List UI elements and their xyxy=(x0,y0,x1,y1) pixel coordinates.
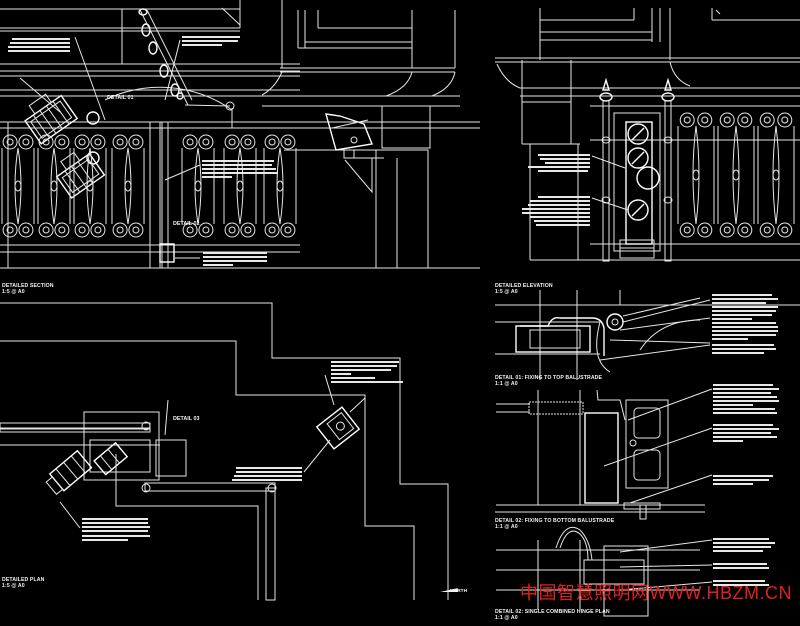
note-text xyxy=(202,160,274,162)
finial-post-right xyxy=(661,77,675,262)
balustrade-ironwork xyxy=(1,134,297,238)
detail02b-notes xyxy=(713,538,775,586)
note-text xyxy=(202,168,276,170)
baluster-panel xyxy=(1,134,35,238)
fixing-bracket xyxy=(159,243,175,263)
view-scale: 1:5 @ A0 xyxy=(495,289,518,296)
pivot-joint xyxy=(86,111,100,125)
section-notes xyxy=(8,36,278,266)
elevation-notes xyxy=(522,154,629,226)
view-scale: 1:5 @ A0 xyxy=(2,583,25,590)
view-scale: 1:5 @ A0 xyxy=(2,289,25,296)
view-title: DETAIL 01: FIXING TO TOP BALUSTRADE xyxy=(495,375,603,381)
view-title: DETAILED PLAN xyxy=(2,577,45,583)
view-scale: 1:1 @ A0 xyxy=(495,524,518,531)
newel-post xyxy=(161,121,169,269)
view-title: DETAIL 02: FIXING TO BOTTOM BALUSTRADE xyxy=(495,518,615,524)
callout-detail02: DETAIL 02 xyxy=(173,221,200,227)
wall-luminaire xyxy=(325,113,384,194)
note-text xyxy=(202,172,278,174)
detail01-notes xyxy=(712,294,778,354)
note-text xyxy=(202,164,272,166)
plan-projector xyxy=(45,449,93,496)
plan-notes xyxy=(59,361,403,541)
note-text xyxy=(8,46,70,48)
elevation-view xyxy=(495,8,800,262)
baluster-panel xyxy=(111,134,145,238)
section-view xyxy=(0,0,480,269)
elevation-luminaires xyxy=(613,112,661,259)
detail01-view xyxy=(495,290,800,380)
baluster-panel xyxy=(677,112,715,238)
view-title-detail02: DETAIL 02: FIXING TO BOTTOM BALUSTRADE 1… xyxy=(495,518,614,531)
leader-line xyxy=(19,77,61,113)
view-scale: 1:1 @ A0 xyxy=(495,381,518,388)
view-title-detail02b: DETAIL 02: SINGLE COMBINED HINGE PLAN 1:… xyxy=(495,609,610,622)
note-text xyxy=(8,50,70,52)
view-title: DETAILED SECTION xyxy=(2,283,54,289)
baluster-panel xyxy=(717,112,755,238)
detail02-view xyxy=(496,384,779,520)
view-title: DETAIL 02: SINGLE COMBINED HINGE PLAN xyxy=(495,609,610,615)
note-text xyxy=(182,36,240,38)
projector-assembly-lower xyxy=(55,151,106,199)
note-text xyxy=(10,42,70,44)
callout-detail01: DETAIL 01 xyxy=(107,95,134,101)
frame-line xyxy=(221,7,241,26)
callout-detail03: DETAIL 03 xyxy=(173,416,200,422)
baluster-panel xyxy=(73,134,107,238)
newel-post xyxy=(149,121,161,269)
baluster-panel xyxy=(757,112,795,238)
projector-assembly-upper xyxy=(24,93,79,145)
note-text xyxy=(203,264,233,266)
finial-post-left xyxy=(599,77,613,262)
view-title: DETAILED ELEVATION xyxy=(495,283,553,289)
view-title-elevation: DETAILED ELEVATION 1:5 @ A0 xyxy=(495,283,553,296)
north-label: NORTH xyxy=(450,589,468,594)
plan-projector xyxy=(93,441,129,476)
note-text xyxy=(203,252,267,254)
note-text xyxy=(182,40,238,42)
note-text xyxy=(12,38,70,40)
plan-view xyxy=(0,302,449,601)
rotation-arc xyxy=(104,86,233,111)
watermark: 中国智慧照明网WWW.HBZM.CN xyxy=(520,583,792,603)
note-text xyxy=(202,176,232,178)
baluster-panel xyxy=(223,134,257,238)
view-scale: 1:1 @ A0 xyxy=(495,615,518,622)
section-wall xyxy=(261,0,460,269)
view-title-plan: DETAILED PLAN 1:5 @ A0 xyxy=(2,577,44,590)
balustrade-ironwork-elevation xyxy=(677,112,795,238)
note-text xyxy=(203,256,267,258)
pivot-joint xyxy=(86,151,100,165)
baluster-panel xyxy=(37,134,71,238)
detail02b-view xyxy=(496,526,775,617)
plan-wall-luminaire xyxy=(315,406,361,450)
view-title-section: DETAILED SECTION 1:5 @ A0 xyxy=(2,283,54,296)
luminaire-chain xyxy=(138,8,235,111)
view-title-detail01: DETAIL 01: FIXING TO TOP BALUSTRADE 1:1 … xyxy=(495,375,602,388)
detail02-notes xyxy=(713,384,779,485)
baluster-panel xyxy=(181,134,215,238)
note-text xyxy=(203,260,267,262)
note-text xyxy=(182,44,222,46)
